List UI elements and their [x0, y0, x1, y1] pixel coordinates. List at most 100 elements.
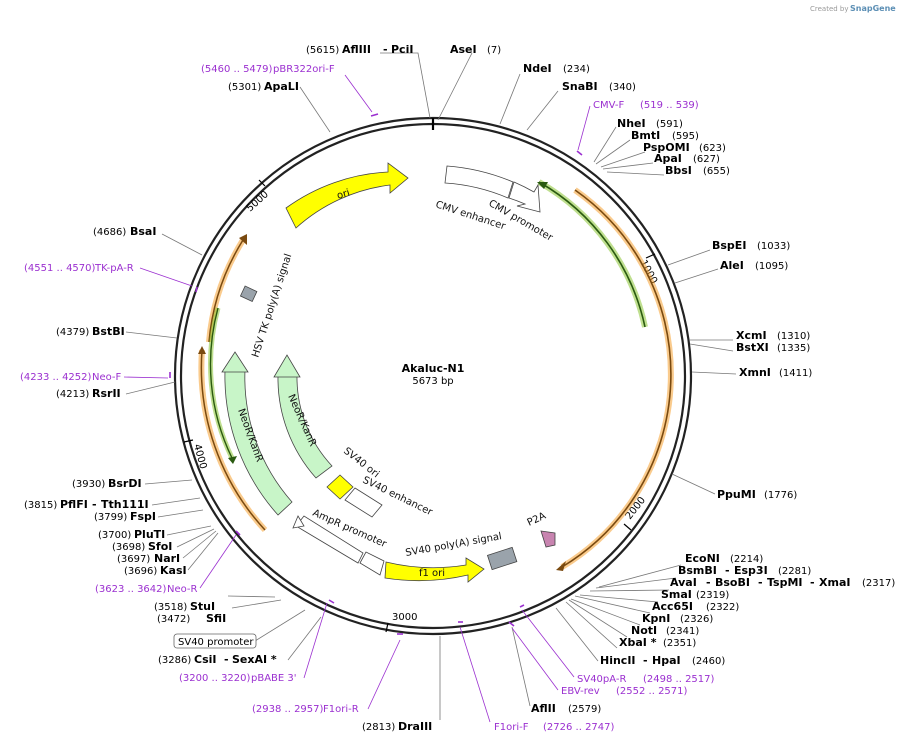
site-snabi-pos: (340)	[609, 82, 636, 93]
sv40-enhancer-feature[interactable]	[344, 487, 383, 518]
site-econi[interactable]: EcoNI	[685, 552, 720, 565]
site-alei[interactable]: AleI	[720, 259, 744, 272]
plasmid-length: 5673 bp	[412, 376, 453, 387]
site-kpni-pos: (2326)	[680, 614, 713, 625]
neor-kanr-inner-feature[interactable]	[277, 374, 333, 479]
site-bstbi-pos: (4379)	[56, 327, 89, 338]
site-aflii[interactable]: AflII	[531, 702, 556, 715]
site-bbsi[interactable]: BbsI	[665, 164, 692, 177]
site-bsrdi-pos: (3930)	[72, 479, 105, 490]
svg-text:5000: 5000	[245, 189, 271, 214]
site-stui[interactable]: StuI	[190, 600, 215, 613]
site-rsrii[interactable]: RsrII	[92, 387, 121, 400]
site-bspei[interactable]: BspEI	[712, 239, 746, 252]
orf-orange-arrowhead	[556, 561, 566, 571]
site-bsmbi-sep: -	[725, 564, 730, 577]
site-apai[interactable]: ApaI	[654, 152, 682, 165]
site-bstxi-pos: (1335)	[777, 343, 810, 354]
site-esp3i[interactable]: Esp3I	[734, 564, 768, 577]
site-bmti[interactable]: BmtI	[631, 129, 660, 142]
ori-feature[interactable]	[285, 162, 409, 229]
primer-pbabe3-range: (3200 .. 3220)	[179, 673, 251, 684]
site-avai[interactable]: AvaI	[670, 576, 697, 589]
site-bsai[interactable]: BsaI	[130, 225, 156, 238]
cmv-enhancer-feature[interactable]	[444, 165, 514, 199]
site-hincii-pos: (2460)	[692, 656, 725, 667]
primer-sv40pa-r-range: (2498 .. 2517)	[643, 674, 715, 685]
site-nari[interactable]: NarI	[154, 552, 180, 565]
site-bbsi-pos: (655)	[703, 166, 730, 177]
hsv-tk-polya-label: HSV TK poly(A) signal	[250, 253, 294, 359]
site-asei[interactable]: AseI	[450, 43, 477, 56]
site-csii[interactable]: CsiI	[194, 653, 216, 666]
site-pluti[interactable]: PluTI	[134, 528, 165, 541]
site-alei-pos: (1095)	[755, 261, 788, 272]
site-pspomi[interactable]: PspOMI	[643, 141, 690, 154]
site-hincii[interactable]: HincII	[600, 654, 636, 667]
site-bstxi[interactable]: BstXI	[736, 341, 769, 354]
p2a-feature[interactable]	[540, 530, 556, 548]
site-aflIII[interactable]: AflIII	[342, 43, 371, 56]
site-pflfi-pos: (3815)	[24, 500, 57, 511]
cmv-promoter-feature[interactable]	[508, 181, 541, 213]
orf-green-line	[538, 181, 646, 328]
primer-neo-r-range: (3623 .. 3642)	[95, 584, 167, 595]
site-bsmbi[interactable]: BsmBI	[678, 564, 717, 577]
site-sfii[interactable]: SfiI	[206, 612, 226, 625]
primer-sv40pa-r[interactable]: SV40pA-R	[577, 674, 626, 685]
site-bsobi[interactable]: BsoBI	[715, 576, 750, 589]
site-fspi[interactable]: FspI	[130, 510, 156, 523]
primer-ebv-rev-range: (2552 .. 2571)	[616, 686, 688, 697]
primer-neo-f[interactable]: Neo-F	[92, 372, 122, 383]
sv40-ori-feature[interactable]	[326, 474, 354, 500]
site-snabi[interactable]: SnaBI	[562, 80, 598, 93]
site-pflfi[interactable]: PflFI	[60, 498, 88, 511]
site-noti[interactable]: NotI	[631, 624, 657, 637]
site-tspmi[interactable]: TspMI	[767, 576, 803, 589]
site-tth111i[interactable]: Tth111I	[101, 498, 149, 511]
svg-text:3000: 3000	[392, 612, 417, 623]
site-sfii-pos: (3472)	[157, 614, 190, 625]
f1-ori-feature[interactable]	[384, 557, 485, 583]
site-ppumi-pos: (1776)	[764, 490, 797, 501]
site-kasi[interactable]: KasI	[160, 564, 187, 577]
sv40-polya-feature[interactable]	[486, 546, 518, 571]
site-pcii[interactable]: PciI	[391, 43, 413, 56]
hsv-tk-polya-feature[interactable]	[239, 285, 258, 303]
primer-pbr322ori-range: (5460 .. 5479)	[201, 64, 273, 75]
primer-neo-r[interactable]: Neo-R	[167, 584, 198, 595]
site-bsmbi-pos: (2281)	[778, 566, 811, 577]
site-apali[interactable]: ApaLI	[264, 80, 299, 93]
site-kasi-pos: (3696)	[124, 566, 157, 577]
site-bstbi[interactable]: BstBI	[92, 325, 125, 338]
neor-kanr-outer-feature[interactable]	[224, 369, 293, 516]
site-nhei[interactable]: NheI	[617, 117, 646, 130]
site-kpni[interactable]: KpnI	[642, 612, 670, 625]
site-ndei[interactable]: NdeI	[523, 62, 552, 75]
site-xmai[interactable]: XmaI	[819, 576, 850, 589]
site-bsrdi[interactable]: BsrDI	[108, 477, 142, 490]
primer-f1ori-r[interactable]: F1ori-R	[323, 704, 359, 715]
primer-tk-pa-r[interactable]: TK-pA-R	[94, 263, 134, 274]
primer-f1ori-f[interactable]: F1ori-F	[494, 722, 529, 733]
left-green-arrowhead	[228, 456, 237, 464]
site-draiii[interactable]: DraIII	[398, 720, 432, 733]
site-hpai[interactable]: HpaI	[652, 654, 681, 667]
primer-ebv-rev[interactable]: EBV-rev	[561, 686, 600, 697]
primer-cmv-f[interactable]: CMV-F	[593, 100, 624, 111]
site-draiii-pos: (2813)	[362, 722, 395, 733]
site-csii-sep: -	[224, 653, 229, 666]
site-smai[interactable]: SmaI	[661, 588, 692, 601]
sv40-promoter-box[interactable]	[173, 633, 257, 649]
site-ppumi[interactable]: PpuMI	[717, 488, 756, 501]
site-sfoi[interactable]: SfoI	[148, 540, 172, 553]
primer-pbabe3[interactable]: pBABE 3'	[251, 673, 297, 684]
site-xcmi[interactable]: XcmI	[736, 329, 767, 342]
site-sexai[interactable]: SexAI *	[232, 653, 277, 666]
left-orange-line-upper	[208, 239, 244, 343]
site-acc65i[interactable]: Acc65I	[652, 600, 693, 613]
site-xbai[interactable]: XbaI *	[619, 636, 657, 649]
site-xmni[interactable]: XmnI	[739, 366, 771, 379]
primer-pbr322ori[interactable]: pBR322ori-F	[273, 64, 335, 75]
